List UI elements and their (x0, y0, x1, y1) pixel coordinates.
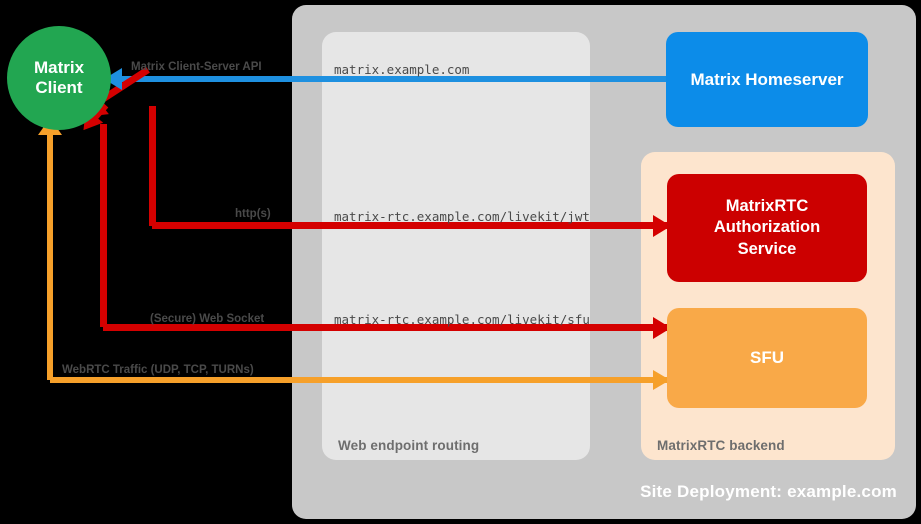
link-label-webrtc-traffic: WebRTC Traffic (UDP, TCP, TURNs) (62, 364, 254, 376)
https-jwt-arrowhead-service (653, 215, 671, 237)
web-endpoint-routing-container (322, 32, 590, 460)
endpoint-livekit-sfu: matrix-rtc.example.com/livekit/sfu (334, 312, 590, 327)
node-sfu[interactable]: SFU (667, 308, 867, 408)
web-endpoint-routing-label: Web endpoint routing (338, 438, 480, 453)
https-jwt-line-horizontal (152, 222, 667, 229)
matrix-client-label-line1: Matrix (33, 57, 85, 77)
matrix-client-label-line2: Client (35, 78, 83, 97)
node-matrix-homeserver[interactable]: Matrix Homeserver (666, 32, 868, 127)
web-socket-arrowhead-sfu (653, 317, 671, 339)
endpoint-livekit-jwt: matrix-rtc.example.com/livekit/jwt (334, 209, 590, 224)
auth-service-label-line2: Authorization (713, 218, 821, 237)
web-socket-line-vertical (100, 124, 107, 327)
sfu-label: SFU (750, 348, 784, 367)
webrtc-arrowhead-sfu (653, 370, 670, 390)
matrix-client-server-api-line (118, 76, 666, 82)
https-jwt-line-vertical (149, 106, 156, 226)
web-socket-line-horizontal (103, 324, 667, 331)
link-label-matrix-client-server-api: Matrix Client-Server API (131, 61, 262, 73)
site-deployment-label: Site Deployment: example.com (640, 482, 897, 501)
node-matrix-client[interactable]: Matrix Client (7, 26, 111, 130)
endpoint-matrix-example-com: matrix.example.com (334, 62, 470, 77)
node-matrixrtc-authorization-service[interactable]: MatrixRTC Authorization Service (667, 174, 867, 282)
matrixrtc-backend-label: MatrixRTC backend (657, 438, 785, 453)
link-label-https: http(s) (235, 208, 271, 220)
matrix-homeserver-label: Matrix Homeserver (690, 69, 844, 89)
link-label-web-socket: (Secure) Web Socket (150, 313, 265, 325)
webrtc-line-vertical (47, 130, 53, 380)
webrtc-line-horizontal (50, 377, 667, 383)
auth-service-label-line3: Service (737, 239, 797, 258)
auth-service-label-line1: MatrixRTC (725, 197, 809, 216)
